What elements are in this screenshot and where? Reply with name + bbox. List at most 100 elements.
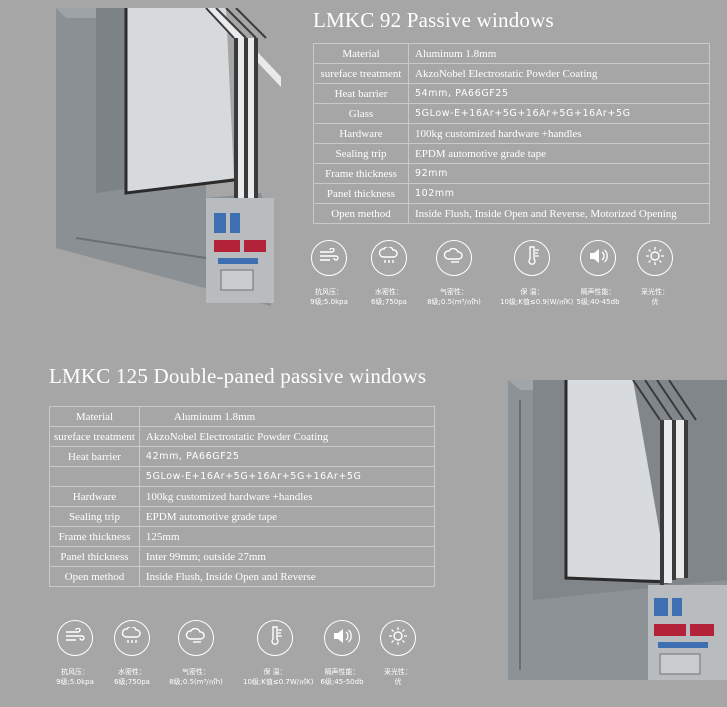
performance-value: 8级;0.5(m³/㎡h) — [427, 298, 481, 306]
spec-value: Aluminum 1.8mm — [138, 406, 436, 427]
performance-insulation: 保 温： 10级;K值≤0.9(W/㎡K) — [500, 240, 574, 307]
rain-icon — [121, 625, 143, 650]
speaker-icon — [588, 247, 608, 270]
table-row: Frame thickness 92mm — [313, 163, 710, 184]
spec-key: Glass — [313, 103, 409, 124]
performance-light: 采光性： 优 — [366, 620, 430, 687]
table-row: Hardware 100kg customized hardware +hand… — [49, 486, 436, 507]
table-row: Glass 5GLow-E+16Ar+5G+16Ar+5G+16Ar+5G — [313, 103, 710, 124]
spec-value: EPDM automotive grade tape — [138, 506, 436, 527]
table-row: Sealing trip EPDM automotive grade tape — [313, 143, 710, 164]
table-row: sureface treatment AkzoNobel Electrostat… — [49, 426, 436, 447]
spec-value: 100kg customized hardware +handles — [138, 486, 436, 507]
performance-label: 采光性： — [641, 288, 669, 296]
performance-rain: 水密性： 6级;750pa — [357, 240, 421, 307]
window-profile-image-92 — [56, 8, 281, 306]
performance-label: 保 温： — [520, 288, 544, 296]
sun-icon — [645, 246, 665, 271]
performance-insulation: 保 温： 10级;K值≤0.7W/㎡K) — [243, 620, 314, 687]
spec-key: Hardware — [313, 123, 409, 144]
performance-label: 保 温： — [263, 668, 287, 676]
performance-label: 隔声性能： — [580, 288, 616, 296]
spec-key: Frame thickness — [313, 163, 409, 184]
spec-value: Inside Flush, Inside Open and Reverse — [138, 566, 436, 587]
spec-value: AkzoNobel Electrostatic Powder Coating — [138, 426, 436, 447]
performance-label: 抗风压： — [315, 288, 343, 296]
performance-label: 抗风压： — [61, 668, 89, 676]
section2-spec-table: Material Aluminum 1.8mm sureface treatme… — [49, 406, 436, 587]
table-row: Panel thickness Inter 99mm; outside 27mm — [49, 546, 436, 567]
spec-key: Open method — [49, 566, 140, 587]
section2-title: LMKC 125 Double-paned passive windows — [49, 364, 427, 388]
spec-key: Material — [49, 406, 140, 427]
spec-value: 42mm, PA66GF25 — [138, 446, 436, 467]
spec-key: Panel thickness — [49, 546, 140, 567]
table-row: Heat barrier 42mm, PA66GF25 — [49, 446, 436, 467]
spec-key: Heat barrier — [49, 446, 140, 467]
spec-value: Aluminum 1.8mm — [408, 43, 710, 64]
thermometer-icon — [266, 625, 284, 652]
table-row: Material Aluminum 1.8mm — [49, 406, 436, 427]
performance-sound: 隔声性能： 6级;45-50db — [310, 620, 374, 687]
performance-value: 10级;K值≤0.7W/㎡K) — [243, 678, 314, 686]
table-row: sureface treatment AkzoNobel Electrostat… — [313, 63, 710, 84]
speaker-icon — [332, 627, 352, 650]
spec-value: EPDM automotive grade tape — [408, 143, 710, 164]
spec-value: 92mm — [408, 163, 710, 184]
performance-air: 气密性： 8级;0.5(m³/㎡h) — [422, 240, 486, 307]
spec-value: 5GLow-E+16Ar+5G+16Ar+5G+16Ar+5G — [138, 466, 436, 487]
spec-key: Heat barrier — [313, 83, 409, 104]
cloud-icon — [443, 247, 465, 270]
spec-value: Inside Flush, Inside Open and Reverse, M… — [408, 203, 710, 224]
performance-value: 6级;750pa — [371, 298, 407, 306]
performance-air: 气密性： 8级;0.5(m³/㎡h) — [164, 620, 228, 687]
spec-key: Frame thickness — [49, 526, 140, 547]
rain-icon — [378, 245, 400, 270]
performance-label: 水密性： — [375, 288, 403, 296]
wind-icon — [65, 626, 85, 649]
table-row: Material Aluminum 1.8mm — [313, 43, 710, 64]
table-row: Hardware 100kg customized hardware +hand… — [313, 123, 710, 144]
spec-value: 5GLow-E+16Ar+5G+16Ar+5G+16Ar+5G — [408, 103, 710, 124]
performance-value: 5级;40-45db — [576, 298, 620, 306]
performance-wind: 抗风压： 9级;5.0kpa — [297, 240, 361, 307]
performance-value: 9级;5.0kpa — [310, 298, 348, 306]
spec-key — [49, 466, 140, 487]
spec-value: 100kg customized hardware +handles — [408, 123, 710, 144]
table-row: Frame thickness 125mm — [49, 526, 436, 547]
spec-key: Material — [313, 43, 409, 64]
performance-value: 9级;5.0kpa — [56, 678, 94, 686]
performance-label: 气密性： — [440, 288, 468, 296]
table-row: Open method Inside Flush, Inside Open an… — [313, 203, 710, 224]
spec-value: 102mm — [408, 183, 710, 204]
sun-icon — [388, 626, 408, 651]
spec-value: 54mm, PA66GF25 — [408, 83, 710, 104]
table-row: 5GLow-E+16Ar+5G+16Ar+5G+16Ar+5G — [49, 466, 436, 487]
performance-label: 气密性： — [182, 668, 210, 676]
spec-key: Sealing trip — [313, 143, 409, 164]
performance-value: 优 — [394, 678, 402, 686]
performance-label: 水密性： — [118, 668, 146, 676]
spec-key: Hardware — [49, 486, 140, 507]
section1-spec-table: Material Aluminum 1.8mm sureface treatme… — [313, 43, 710, 224]
spec-key: Sealing trip — [49, 506, 140, 527]
spec-key: Open method — [313, 203, 409, 224]
performance-label: 隔声性能： — [324, 668, 360, 676]
spec-value: Inter 99mm; outside 27mm — [138, 546, 436, 567]
window-profile-image-125 — [508, 380, 727, 680]
performance-label: 采光性： — [384, 668, 412, 676]
table-row: Panel thickness 102mm — [313, 183, 710, 204]
wind-icon — [319, 246, 339, 269]
thermometer-icon — [523, 245, 541, 272]
performance-value: 优 — [651, 298, 659, 306]
table-row: Sealing trip EPDM automotive grade tape — [49, 506, 436, 527]
performance-value: 10级;K值≤0.9(W/㎡K) — [500, 298, 574, 306]
performance-value: 6级;750pa — [114, 678, 150, 686]
performance-rain: 水密性： 6级;750pa — [100, 620, 164, 687]
performance-light: 采光性： 优 — [623, 240, 687, 307]
spec-key: Panel thickness — [313, 183, 409, 204]
spec-value: 125mm — [138, 526, 436, 547]
spec-key: sureface treatment — [313, 63, 409, 84]
table-row: Heat barrier 54mm, PA66GF25 — [313, 83, 710, 104]
performance-wind: 抗风压： 9级;5.0kpa — [43, 620, 107, 687]
